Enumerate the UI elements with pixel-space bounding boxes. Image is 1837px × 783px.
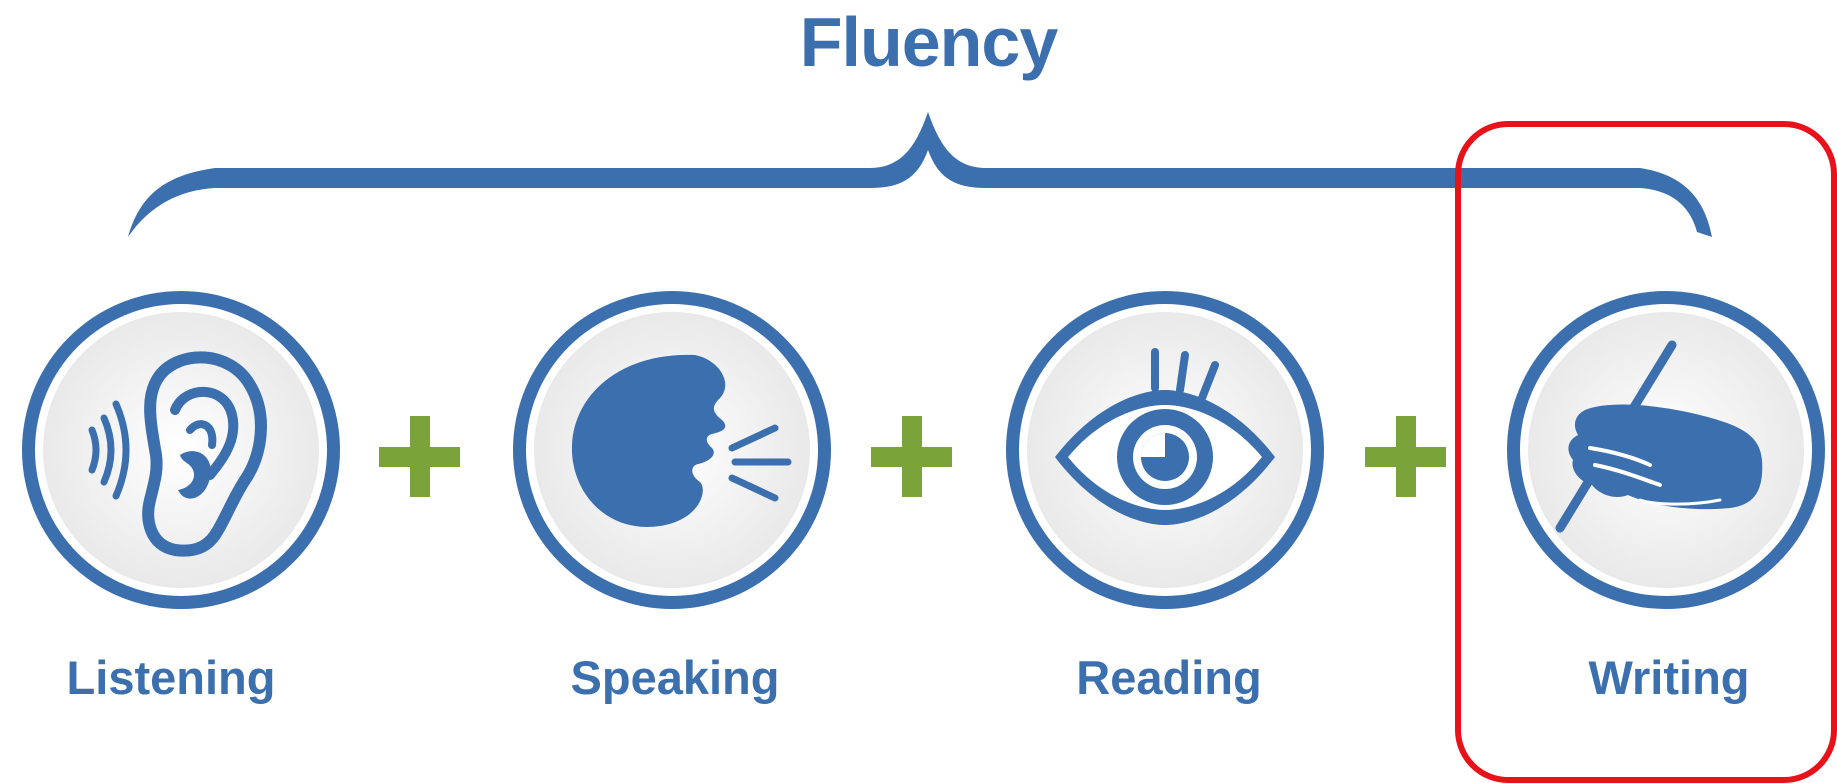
skill-circle-listening [22, 291, 340, 609]
plus-icon [1365, 416, 1446, 497]
skill-label-reading: Reading [1076, 651, 1262, 704]
plus-icon [871, 416, 952, 497]
skill-circle-writing [1507, 291, 1825, 609]
plus-icon [379, 416, 460, 497]
skill-label-listening: Listening [66, 651, 276, 704]
speaking-head-icon [571, 354, 792, 527]
writing-highlight-box [1455, 121, 1837, 783]
writing-hand-icon [1555, 340, 1763, 533]
skill-label-speaking: Speaking [570, 651, 780, 704]
ear-icon [88, 351, 267, 557]
fluency-brace [128, 112, 1712, 237]
diagram-title: Fluency [799, 3, 1059, 81]
eye-icon [1055, 348, 1275, 525]
ear-canal-icon [178, 451, 211, 499]
skill-label-writing: Writing [1588, 651, 1750, 704]
